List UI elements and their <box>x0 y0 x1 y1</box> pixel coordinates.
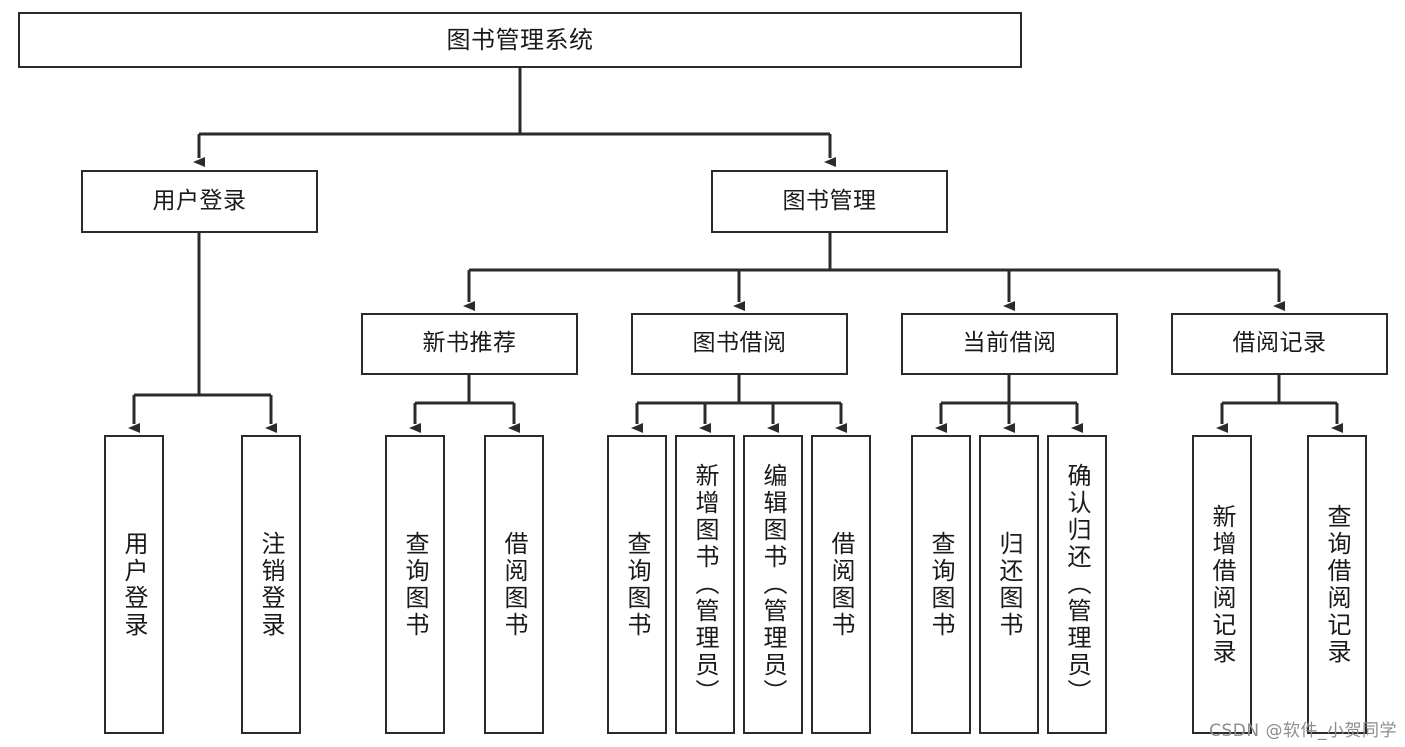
leaf-query-book-2-label: 查询图书 <box>623 530 651 639</box>
node-book-borrow[interactable]: 图书借阅 <box>631 313 848 375</box>
leaf-borrow-book-1-label: 借阅图书 <box>500 530 528 639</box>
node-new-book-recommend[interactable]: 新书推荐 <box>361 313 578 375</box>
csdn-watermark: CSDN @软件_小贺同学 <box>1209 721 1397 741</box>
leaf-add-record[interactable]: 新增借阅记录 <box>1192 435 1252 734</box>
leaf-query-book-1[interactable]: 查询图书 <box>385 435 445 734</box>
node-borrow-record[interactable]: 借阅记录 <box>1171 313 1388 375</box>
leaf-edit-book[interactable]: 编辑图书（管理员） <box>743 435 803 734</box>
node-root[interactable]: 图书管理系统 <box>18 12 1022 68</box>
leaf-query-record[interactable]: 查询借阅记录 <box>1307 435 1367 734</box>
node-book-manage[interactable]: 图书管理 <box>711 170 948 233</box>
leaf-logout-label: 注销登录 <box>257 530 285 639</box>
leaf-add-book-label: 新增图书（管理员） <box>691 463 719 706</box>
leaf-query-book-1-label: 查询图书 <box>401 530 429 639</box>
leaf-confirm-return[interactable]: 确认归还（管理员） <box>1047 435 1107 734</box>
leaf-borrow-book-1[interactable]: 借阅图书 <box>484 435 544 734</box>
leaf-query-book-3[interactable]: 查询图书 <box>911 435 971 734</box>
leaf-add-record-label: 新增借阅记录 <box>1208 503 1236 666</box>
leaf-query-record-label: 查询借阅记录 <box>1323 503 1351 666</box>
leaf-add-book[interactable]: 新增图书（管理员） <box>675 435 735 734</box>
node-user-login-label: 用户登录 <box>152 187 247 214</box>
leaf-logout[interactable]: 注销登录 <box>241 435 301 734</box>
node-root-label: 图书管理系统 <box>446 25 594 54</box>
node-book-manage-label: 图书管理 <box>782 187 877 214</box>
node-borrow-record-label: 借阅记录 <box>1232 330 1327 357</box>
leaf-borrow-book-2-label: 借阅图书 <box>827 530 855 639</box>
leaf-edit-book-label: 编辑图书（管理员） <box>759 463 787 706</box>
leaf-return-book[interactable]: 归还图书 <box>979 435 1039 734</box>
node-current-borrow[interactable]: 当前借阅 <box>901 313 1118 375</box>
leaf-user-login[interactable]: 用户登录 <box>104 435 164 734</box>
node-user-login[interactable]: 用户登录 <box>81 170 318 233</box>
leaf-user-login-label: 用户登录 <box>120 530 148 639</box>
node-new-book-recommend-label: 新书推荐 <box>422 330 517 357</box>
leaf-query-book-2[interactable]: 查询图书 <box>607 435 667 734</box>
leaf-borrow-book-2[interactable]: 借阅图书 <box>811 435 871 734</box>
leaf-confirm-return-label: 确认归还（管理员） <box>1063 463 1091 706</box>
leaf-return-book-label: 归还图书 <box>995 530 1023 639</box>
leaf-query-book-3-label: 查询图书 <box>927 530 955 639</box>
node-current-borrow-label: 当前借阅 <box>962 330 1057 357</box>
node-book-borrow-label: 图书借阅 <box>692 330 787 357</box>
